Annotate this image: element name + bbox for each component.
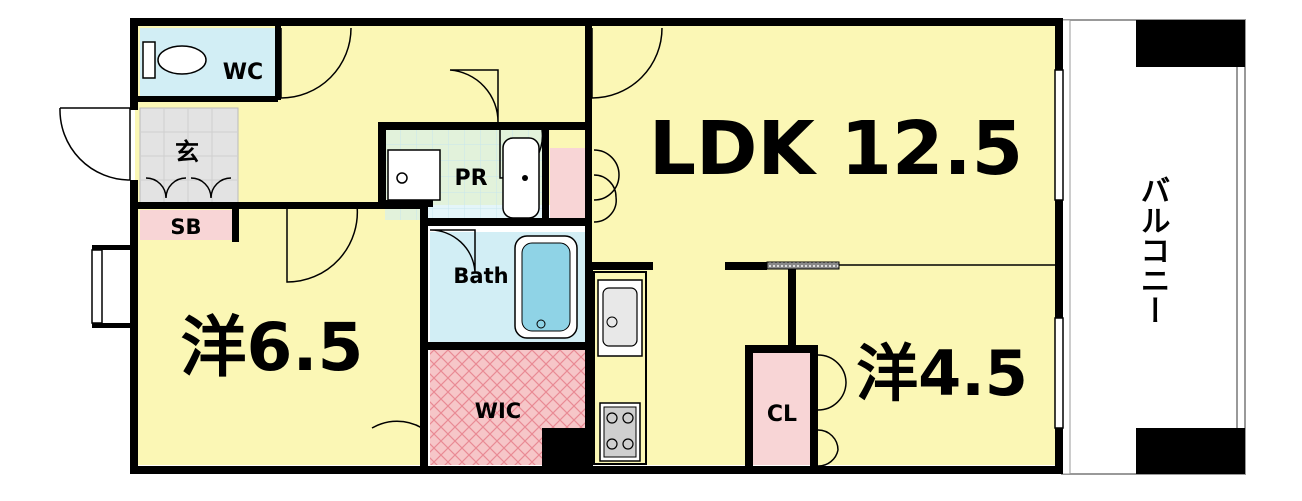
label-western-small: 洋4.5 <box>856 337 1028 410</box>
toilet-icon <box>142 41 207 79</box>
label-bath: Bath <box>453 264 508 288</box>
genkan-floor <box>139 107 239 207</box>
kitchen-sink-icon <box>597 279 643 357</box>
room-6-5-floor <box>135 205 427 465</box>
washing-machine-icon <box>387 149 441 201</box>
ldk-floor <box>590 25 1057 465</box>
label-sb: SB <box>170 215 201 239</box>
balcony-label: バルコニー <box>1135 175 1170 325</box>
label-pr: PR <box>454 166 487 191</box>
label-wic: WIC <box>475 399 521 423</box>
sliding-partition <box>766 261 840 270</box>
label-ldk: LDK 12.5 <box>649 106 1023 192</box>
walls <box>92 18 1063 474</box>
sb-floor <box>140 210 232 240</box>
cl-floor <box>752 348 812 465</box>
pantry-floor <box>550 148 590 218</box>
label-genkan: 玄 <box>175 138 199 166</box>
stove-icon <box>599 402 641 462</box>
balcony-corner-bottom <box>1136 428 1245 474</box>
balcony-corner-top <box>1136 20 1245 67</box>
sink-icon <box>502 137 540 219</box>
label-cl: CL <box>767 402 797 427</box>
windows <box>91 69 1064 429</box>
bathtub-icon <box>514 235 578 339</box>
balcony: バルコニー <box>1061 19 1246 475</box>
label-western-large: 洋6.5 <box>181 309 364 386</box>
label-wc: WC <box>223 60 263 85</box>
room-fills <box>135 25 1057 465</box>
